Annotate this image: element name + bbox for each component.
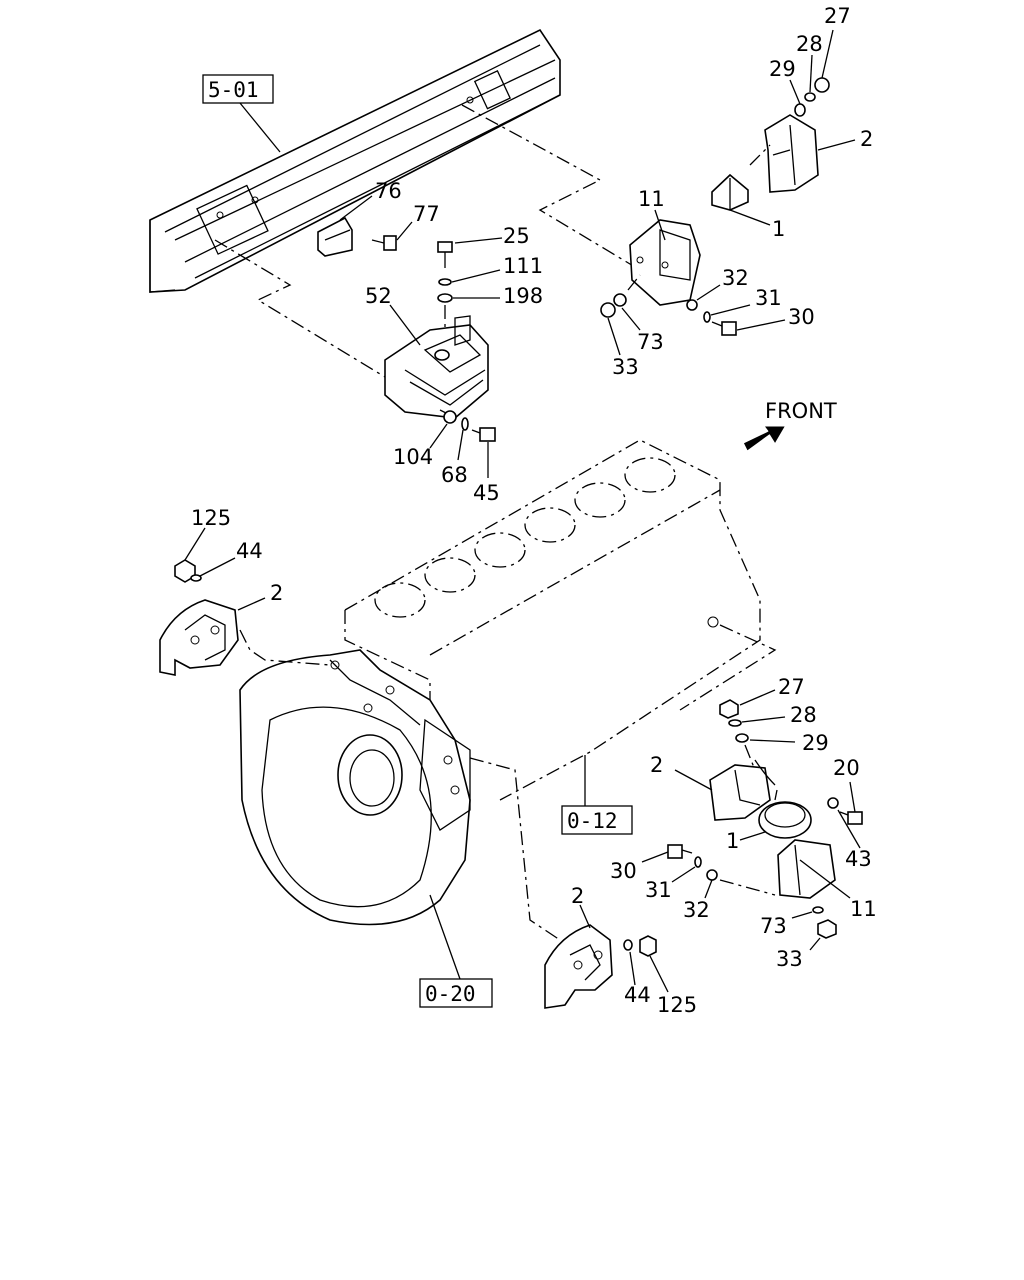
flywheel-housing xyxy=(239,649,471,926)
washer-32-top xyxy=(686,299,698,311)
lockwasher-68 xyxy=(461,417,469,431)
callout-73-right: 73 xyxy=(760,914,787,938)
callout-2-left: 2 xyxy=(270,581,283,605)
ref-engine-block: 0-12 xyxy=(567,809,618,833)
washer-73-right xyxy=(812,906,824,914)
callout-27-right: 27 xyxy=(778,675,805,699)
callout-11-right: 11 xyxy=(850,897,877,921)
ref-frame: 5-01 xyxy=(208,78,259,102)
callout-28-right: 28 xyxy=(790,703,817,727)
callout-2-bottom: 2 xyxy=(571,884,584,908)
callout-31-top: 31 xyxy=(755,286,782,310)
callout-44-left: 44 xyxy=(236,539,263,563)
callout-32-top: 32 xyxy=(722,266,749,290)
ref-flywheel-housing: 0-20 xyxy=(425,982,476,1006)
callout-125-bottom: 125 xyxy=(657,993,697,1017)
nut-27-top xyxy=(814,77,830,93)
callout-198: 198 xyxy=(503,284,543,308)
callout-1-right: 1 xyxy=(726,829,739,853)
washer-29-right xyxy=(735,733,749,743)
bracket-11-right xyxy=(777,839,836,899)
callout-68: 68 xyxy=(441,463,468,487)
nut-125-bottom xyxy=(639,935,657,957)
callout-44-bottom: 44 xyxy=(624,983,651,1007)
callout-52: 52 xyxy=(365,284,392,308)
rubber-cushion-1-right xyxy=(758,789,812,839)
callout-76: 76 xyxy=(375,179,402,203)
callout-1-top: 1 xyxy=(772,217,785,241)
callout-32-right: 32 xyxy=(683,898,710,922)
callout-31-right: 31 xyxy=(645,878,672,902)
callout-2-right: 2 xyxy=(650,753,663,777)
bracket-2-top xyxy=(764,114,819,193)
washer-73-top xyxy=(613,293,627,307)
washer-43 xyxy=(827,797,839,809)
frame-rail xyxy=(149,28,561,293)
ref-box-flywheel-housing xyxy=(419,978,493,1008)
callout-20: 20 xyxy=(833,756,860,780)
ref-box-frame xyxy=(202,74,274,104)
bolt-77 xyxy=(371,235,397,251)
washer-29-top xyxy=(794,103,806,117)
callout-125-left: 125 xyxy=(191,506,231,530)
rubber-cushion-1-top xyxy=(711,173,749,211)
callout-25: 25 xyxy=(503,224,530,248)
front-label: FRONT xyxy=(765,399,837,423)
bolt-45 xyxy=(471,427,496,442)
washer-111 xyxy=(438,278,452,286)
callout-30-right: 30 xyxy=(610,859,637,883)
callout-2-top: 2 xyxy=(860,127,873,151)
callout-30-top: 30 xyxy=(788,305,815,329)
washer-32-right xyxy=(706,869,718,881)
callout-33-top: 33 xyxy=(612,355,639,379)
washer-28-top xyxy=(804,92,816,102)
bracket-2-right xyxy=(709,764,771,821)
lockwasher-31-top xyxy=(703,311,711,323)
callout-104: 104 xyxy=(393,445,433,469)
nut-33-right xyxy=(817,919,837,939)
callout-73-top: 73 xyxy=(637,330,664,354)
callout-33-right: 33 xyxy=(776,947,803,971)
front-arrow-icon xyxy=(743,426,785,451)
engine-mount-52 xyxy=(384,315,489,419)
callout-28-top: 28 xyxy=(796,32,823,56)
washer-28-right xyxy=(728,719,742,727)
bracket-2-left xyxy=(159,599,239,676)
bracket-11-top xyxy=(629,219,701,306)
lockwasher-31-right xyxy=(694,856,702,868)
bracket-2-bottom xyxy=(544,924,613,1009)
washer-198 xyxy=(437,293,453,303)
nut-33-top xyxy=(600,302,616,318)
callout-29-right: 29 xyxy=(802,731,829,755)
callout-11-top: 11 xyxy=(638,187,665,211)
ref-box-engine-block xyxy=(561,805,633,835)
bolt-30-right xyxy=(667,844,693,859)
callout-45: 45 xyxy=(473,481,500,505)
callout-43: 43 xyxy=(845,847,872,871)
bolt-30-top xyxy=(711,321,737,336)
callout-111: 111 xyxy=(503,254,543,278)
bracket-76 xyxy=(317,216,353,257)
washer-44-bottom xyxy=(623,939,633,951)
callout-77: 77 xyxy=(413,202,440,226)
nut-27-right xyxy=(719,699,739,719)
washer-104 xyxy=(443,410,457,424)
callout-27-top: 27 xyxy=(824,4,851,28)
callout-29-top: 29 xyxy=(769,57,796,81)
washer-44-left xyxy=(190,574,202,582)
bolt-25 xyxy=(437,241,453,268)
